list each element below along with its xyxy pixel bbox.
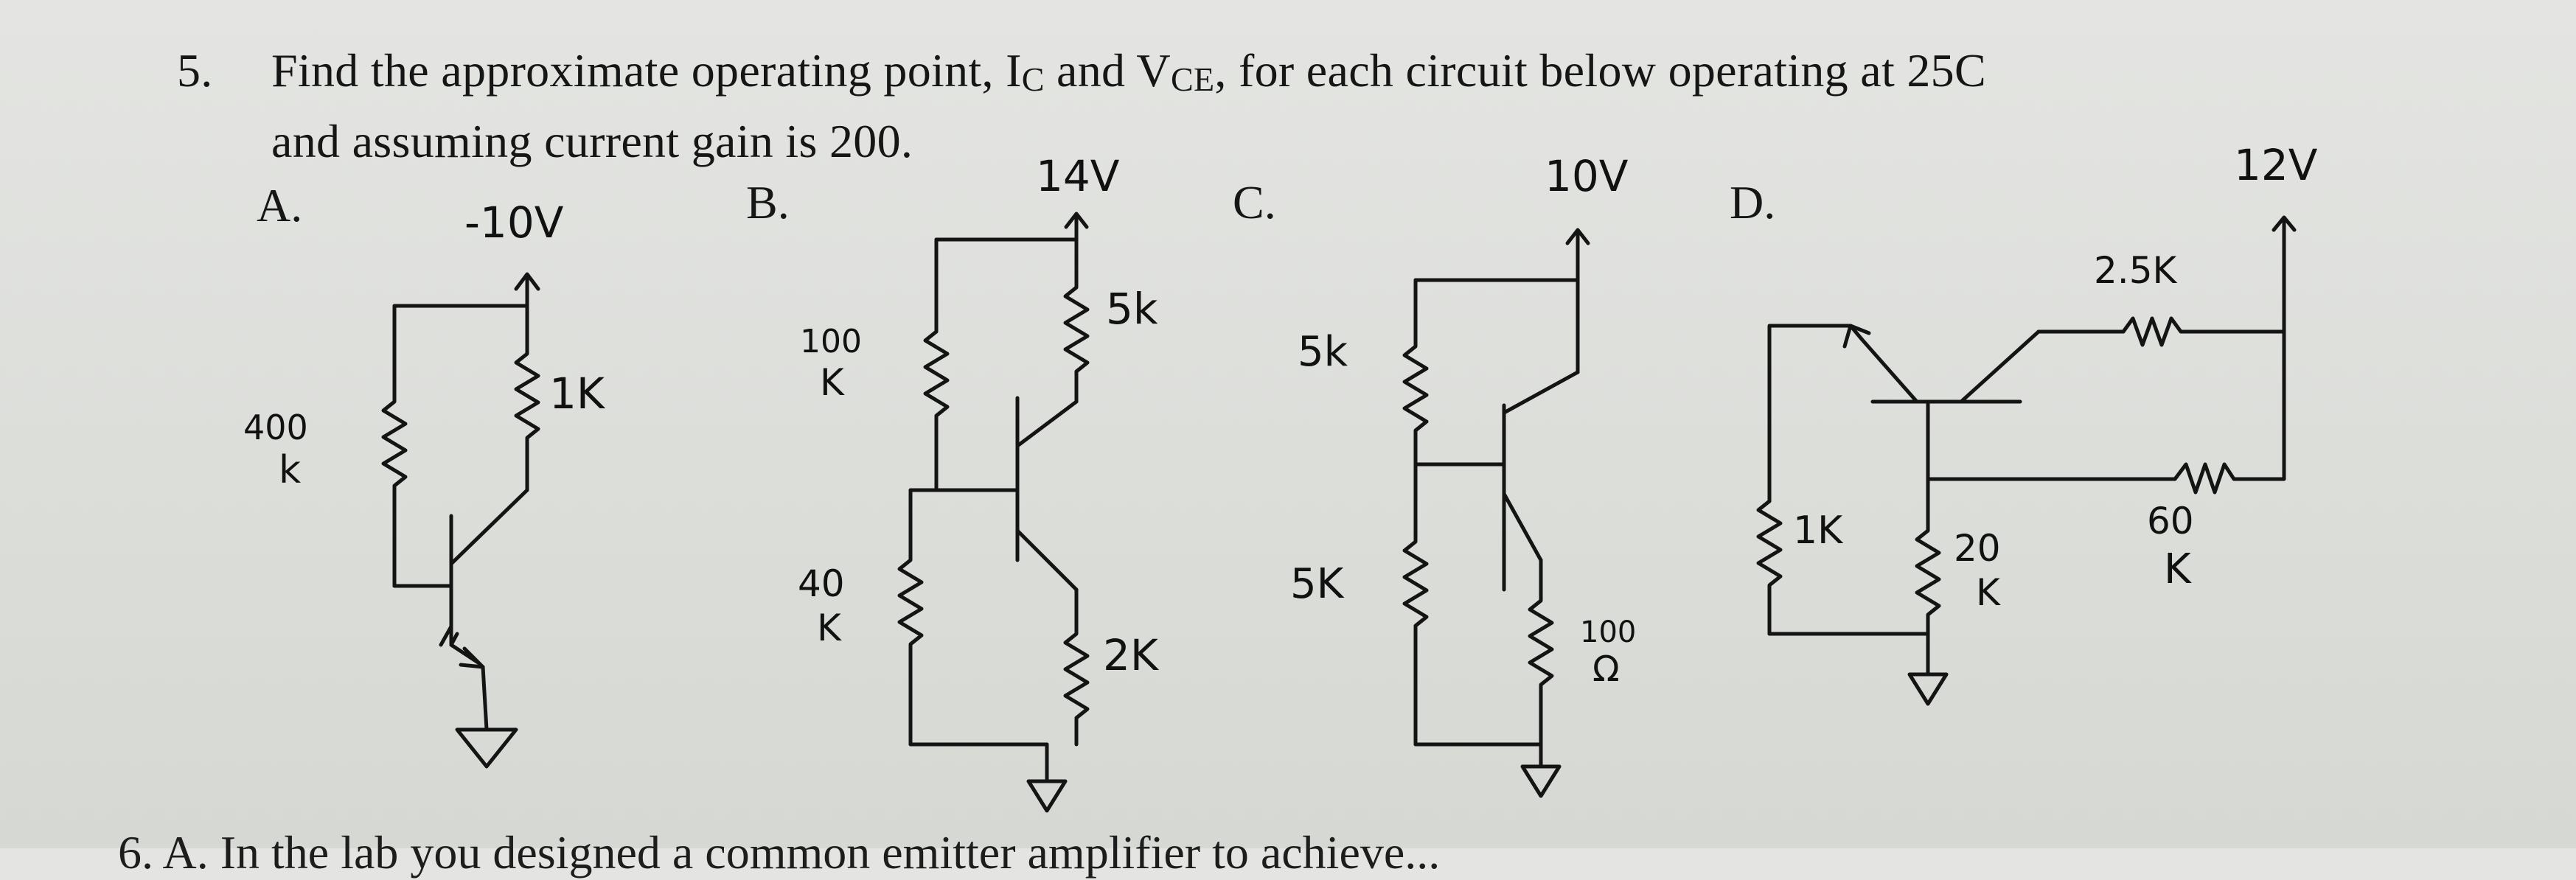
r2-resistor-c	[1402, 462, 1429, 747]
rc-resistor-a	[514, 304, 540, 492]
supply-voltage-c: 10V	[1545, 151, 1629, 201]
supply-arrow-b	[1064, 212, 1089, 242]
r1-value-c: 5k	[1298, 328, 1348, 376]
supply-voltage-b: 14V	[1036, 151, 1120, 201]
ground-c	[1520, 764, 1562, 798]
r1-value-b: 100	[800, 323, 862, 360]
rc-value-a: 1K	[549, 369, 605, 419]
ground-a	[455, 727, 518, 769]
emitter-c	[1502, 492, 1543, 562]
r-left-value-d: 1K	[1793, 509, 1843, 553]
re-unit-c: Ω	[1592, 649, 1620, 690]
circuit-b-label: B.	[746, 176, 790, 228]
emitter-wire-d	[1767, 324, 1853, 503]
collector-d	[1959, 329, 2041, 404]
r-mid-value-d: 20	[1954, 527, 2001, 570]
r1-resistor-b	[923, 237, 950, 492]
vce-subscript: CE	[1170, 60, 1215, 98]
circuit-c-label: C.	[1233, 176, 1276, 228]
rb-value-a: 400	[243, 408, 308, 447]
rb-resistor-a	[381, 304, 408, 588]
question-text-part: , for each circuit below operating at 25…	[1214, 44, 1986, 97]
collector-c	[1502, 370, 1580, 415]
r-top-value-d: 2.5K	[2094, 249, 2177, 292]
collector-b	[1015, 399, 1079, 448]
r-left-resistor-d	[1756, 499, 1783, 636]
next-question-partial: 6. A. In the lab you designed a common e…	[118, 826, 1441, 879]
emitter-d	[1859, 337, 1919, 404]
circuit-diagrams	[381, 212, 2297, 813]
r-fb-value-d: 60	[2147, 500, 2194, 542]
circuit-c	[1402, 228, 1590, 798]
re-resistor-b	[1063, 587, 1090, 747]
r-fb-unit-d: K	[2164, 545, 2191, 593]
r-mid-unit-d: K	[1976, 571, 2000, 614]
emitter-a	[439, 580, 459, 647]
ground-d	[1907, 672, 1949, 706]
question-text-part: and V	[1044, 44, 1171, 97]
question-number: 5.	[177, 44, 213, 97]
circuit-a	[381, 272, 540, 769]
r-top-resistor-d	[2121, 316, 2286, 347]
r2-value-b: 40	[798, 562, 845, 605]
circuit-a-label: A.	[257, 179, 303, 231]
rb-unit-a: k	[279, 448, 302, 492]
re-resistor-c	[1528, 558, 1554, 747]
r2-unit-b: K	[817, 607, 841, 649]
r1-unit-b: K	[820, 361, 844, 404]
ic-subscript: C	[1021, 60, 1045, 98]
question-line-1: Find the approximate operating point, IC…	[271, 35, 1986, 115]
rc-resistor-b	[1063, 237, 1090, 404]
r2-value-c: 5K	[1290, 560, 1344, 608]
question-text-part: Find the approximate operating point, I	[271, 44, 1022, 97]
emitter-b	[1015, 528, 1079, 592]
supply-voltage-d: 12V	[2234, 140, 2318, 190]
question-line-2: and assuming current gain is 200.	[271, 115, 913, 167]
emitter-arrow-a	[449, 643, 485, 669]
supply-arrow-c	[1565, 228, 1590, 282]
emitter-wire-a	[481, 665, 489, 732]
re-value-c: 100	[1580, 615, 1637, 649]
r1-resistor-c	[1402, 278, 1429, 467]
ground-b	[1026, 779, 1068, 813]
r-mid-resistor-d	[1915, 477, 1941, 677]
supply-arrow-d	[2272, 215, 2297, 338]
supply-arrow-a	[514, 272, 540, 308]
circuit-b	[897, 212, 1090, 813]
re-value-b: 2K	[1103, 630, 1158, 680]
r-fb-resistor-d	[2173, 329, 2286, 495]
r2-resistor-b	[897, 488, 924, 747]
collector-a	[449, 488, 529, 566]
rc-value-b: 5k	[1106, 284, 1158, 334]
supply-voltage-a: -10V	[464, 198, 564, 248]
circuit-d	[1756, 215, 2297, 706]
circuit-d-label: D.	[1730, 176, 1776, 228]
